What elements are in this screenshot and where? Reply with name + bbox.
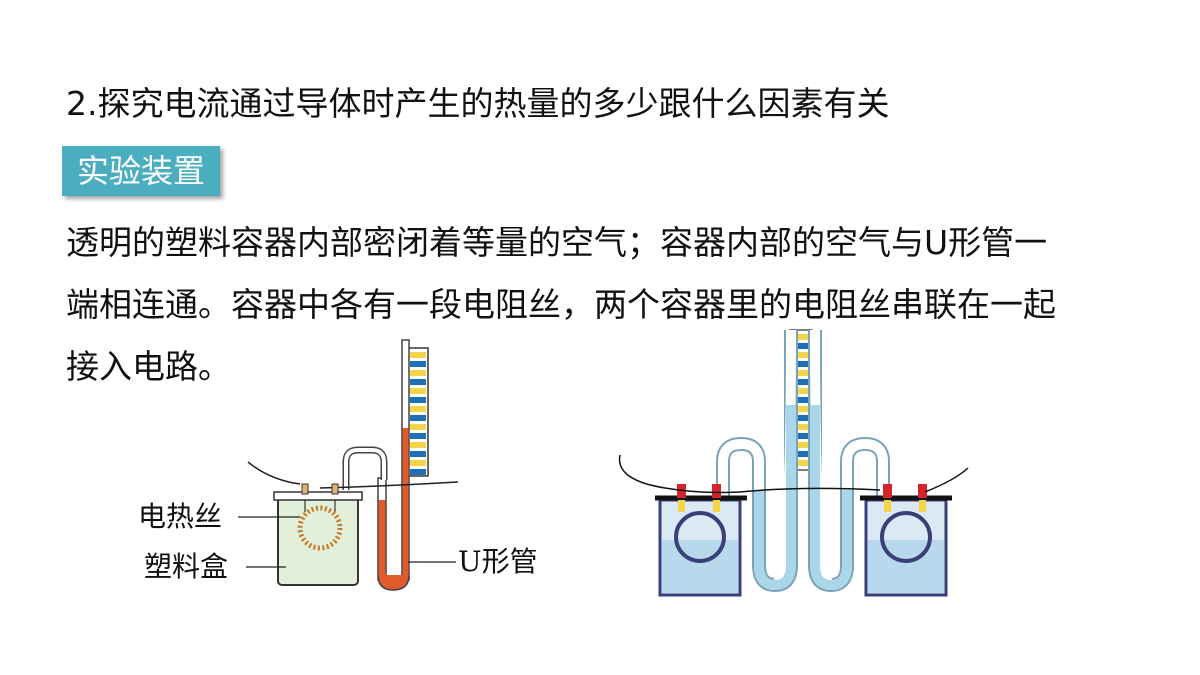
page-title: 2.探究电流通过导体时产生的热量的多少跟什么因素有关: [66, 84, 890, 123]
wire-out: [924, 467, 969, 493]
terminal-right-b: [918, 484, 927, 498]
label-heating-wire: 电热丝: [138, 500, 223, 533]
liquid-left: [754, 405, 796, 591]
resistor-coil-right: [880, 511, 932, 563]
wire-series: [618, 454, 881, 494]
scale-mark: [410, 370, 426, 376]
scale-mark: [793, 406, 809, 412]
scale-mark: [793, 424, 809, 430]
scale-mark: [410, 433, 426, 439]
heating-coil: [297, 505, 343, 551]
scale-mark: [793, 460, 809, 466]
red-liquid-right: [402, 428, 409, 580]
scale-mark: [410, 388, 426, 394]
terminal: [301, 483, 309, 495]
box-lid: [273, 491, 363, 501]
terminal: [331, 483, 339, 495]
scale-mark: [793, 451, 809, 457]
description-paragraph: 透明的塑料容器内部密闭着等量的空气；容器内部的空气与U形管一 端相连通。容器中各…: [66, 212, 1136, 398]
label-u-tube: U形管: [458, 545, 538, 578]
scale-mark: [410, 361, 426, 367]
scale-mark: [410, 424, 426, 430]
terminal-right-a: [883, 484, 892, 498]
scale-mark: [793, 433, 809, 439]
scale-mark: [793, 415, 809, 421]
description-line: 接入电路。: [66, 347, 231, 386]
scale-mark: [793, 352, 809, 358]
scale-mark: [793, 442, 809, 448]
wire-left: [247, 461, 301, 485]
scale-mark: [410, 460, 426, 466]
section-tag: 实验装置: [62, 146, 220, 196]
scale-mark: [793, 397, 809, 403]
scale-mark: [793, 379, 809, 385]
scale-mark: [793, 370, 809, 376]
scale-mark: [410, 379, 426, 385]
resistor-coil-left: [674, 511, 726, 563]
scale-mark: [793, 334, 809, 340]
scale-mark: [410, 451, 426, 457]
red-liquid-left: [378, 500, 386, 580]
scale-mark: [410, 406, 426, 412]
scale-mark: [410, 352, 426, 358]
scale-mark: [410, 397, 426, 403]
scale-mark: [793, 361, 809, 367]
scale-mark: [410, 415, 426, 421]
description-line: 透明的塑料容器内部密闭着等量的空气；容器内部的空气与U形管一: [66, 223, 1048, 262]
scale-strip: [407, 347, 429, 477]
liquid-right: [810, 405, 852, 591]
terminal-left-b: [712, 484, 721, 498]
u-tube-bottom: [377, 574, 410, 591]
scale-mark: [793, 388, 809, 394]
scale-mark: [410, 469, 426, 475]
scale-mark: [410, 442, 426, 448]
scale-mark: [793, 343, 809, 349]
label-plastic-box: 塑料盒: [144, 550, 229, 583]
description-line: 端相连通。容器中各有一段电阻丝，两个容器里的电阻丝串联在一起: [66, 285, 1056, 324]
